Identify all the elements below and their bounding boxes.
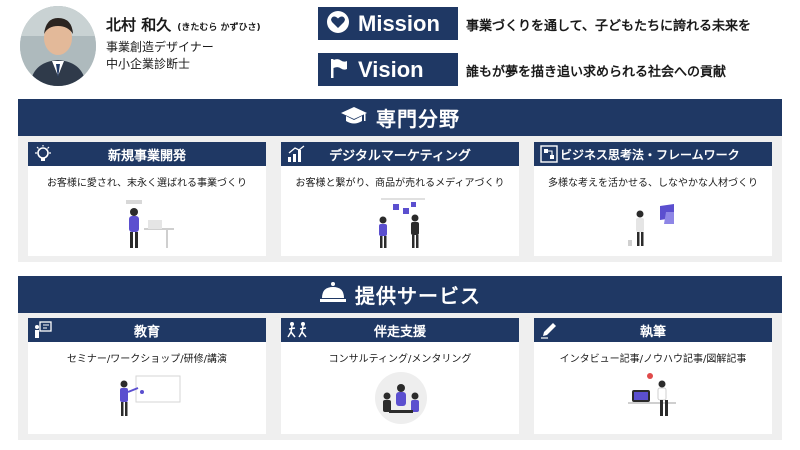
vision-badge: Vision — [318, 53, 458, 86]
bar-chart-icon — [287, 145, 305, 163]
service-card-support: 伴走支援 コンサルティング/メンタリング — [281, 318, 519, 434]
person-at-laptop-illustration — [126, 200, 174, 248]
service-card-writing: 執筆 インタビュー記事/ノウハウ記事/図解記事 — [534, 318, 772, 434]
lightbulb-icon — [34, 145, 52, 163]
card-subtitle: コンサルティング/メンタリング — [328, 354, 472, 365]
card-header: 伴走支援 — [281, 318, 519, 342]
expertise-card-frameworks: ビジネス思考法・フレームワーク 多様な考えを活かせる、しなやかな人材づくり — [534, 142, 772, 256]
graduation-cap-icon — [340, 105, 368, 131]
profile-name-line: 北村 和久 (きたむら かずひさ) — [106, 14, 261, 35]
service-bell-icon — [319, 281, 347, 309]
card-title: 執筆 — [639, 324, 666, 340]
card-subtitle: 多様な考えを活かせる、しなやかな人材づくり — [548, 178, 758, 189]
avatar — [20, 6, 96, 86]
pen-icon — [540, 321, 558, 339]
expertise-card-new-business: 新規事業開発 お客様に愛され、末永く選ばれる事業づくり — [28, 142, 266, 256]
card-header: 新規事業開発 — [28, 142, 266, 166]
card-title: 教育 — [133, 324, 160, 340]
expertise-title: 専門分野 — [376, 107, 460, 131]
writer-at-desk-illustration — [628, 373, 676, 416]
presentation-icon — [34, 321, 52, 339]
card-header: デジタルマーケティング — [281, 142, 519, 166]
team-meeting-illustration — [375, 372, 427, 424]
card-header: 教育 — [28, 318, 266, 342]
expertise-card-digital-marketing: デジタルマーケティング お客様と繋がり、商品が売れるメディアづくり — [281, 142, 519, 256]
flag-icon — [326, 56, 350, 84]
people-with-media-illustration — [379, 198, 425, 248]
service-card-education: 教育 セミナー/ワークショップ/研修/講演 — [28, 318, 266, 434]
services-title: 提供サービス — [355, 284, 481, 308]
card-subtitle: インタビュー記事/ノウハウ記事/図解記事 — [559, 354, 747, 365]
card-title: ビジネス思考法・フレームワーク — [560, 147, 740, 162]
presenter-illustration — [120, 375, 181, 416]
mission-text: 事業づくりを通して、子どもたちに誇れる未来を — [466, 19, 751, 34]
services-header: 提供サービス — [18, 276, 782, 313]
card-header: ビジネス思考法・フレームワーク — [534, 142, 772, 166]
profile-name: 北村 和久 — [106, 16, 172, 34]
card-header: 執筆 — [534, 318, 772, 342]
mission-badge: Mission — [318, 7, 458, 40]
mission-label: Mission — [358, 10, 440, 36]
expertise-header: 専門分野 — [18, 99, 782, 136]
profile-name-kana: (きたむら かずひさ) — [177, 23, 261, 33]
card-title: 伴走支援 — [373, 324, 426, 340]
framework-icon — [540, 145, 558, 163]
card-title: 新規事業開発 — [107, 148, 186, 164]
running-people-icon — [287, 321, 307, 339]
vision-text: 誰もが夢を描き追い求められる社会への貢献 — [466, 65, 727, 80]
vision-label: Vision — [358, 56, 424, 82]
profile-certification: 中小企業診断士 — [106, 57, 191, 71]
card-subtitle: お客様に愛され、末永く選ばれる事業づくり — [46, 178, 248, 189]
profile-title: 事業創造デザイナー — [106, 40, 214, 54]
heart-icon — [326, 10, 350, 38]
person-with-puzzle-illustration — [628, 204, 674, 246]
card-subtitle: セミナー/ワークショップ/研修/講演 — [66, 354, 228, 365]
card-subtitle: お客様と繋がり、商品が売れるメディアづくり — [295, 178, 505, 189]
card-title: デジタルマーケティング — [329, 148, 471, 164]
